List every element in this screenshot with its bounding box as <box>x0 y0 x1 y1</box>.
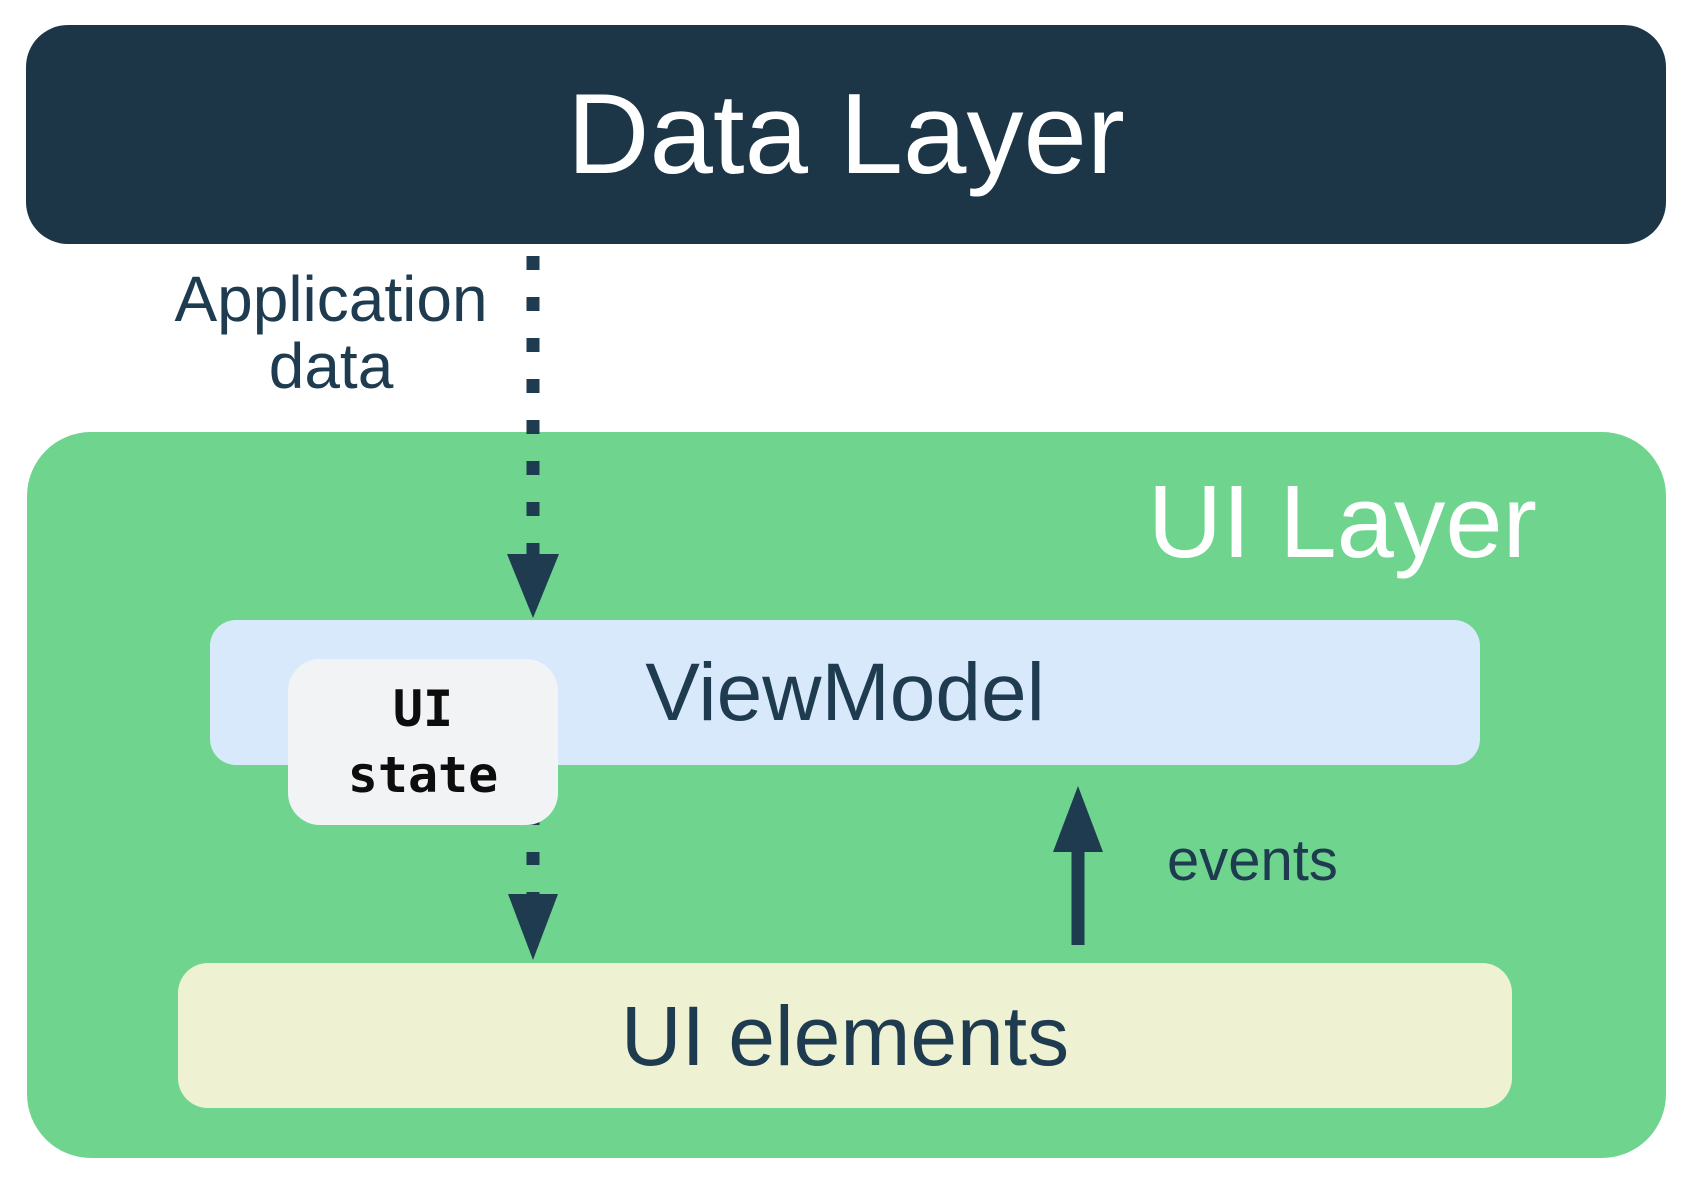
events-arrow <box>1053 786 1103 945</box>
ui-state-label: UI state <box>347 680 499 804</box>
ui-layer-label: UI Layer <box>1147 464 1537 579</box>
data-layer-box: Data Layer <box>26 25 1666 244</box>
ui-elements-bar: UI elements <box>178 963 1512 1108</box>
events-arrow-stem <box>1071 844 1085 945</box>
ui-state-chip: UI state <box>288 659 558 825</box>
events-label: events <box>1167 828 1338 893</box>
ui-state-arrowhead-icon <box>508 894 558 960</box>
events-arrowhead-icon <box>1053 786 1103 852</box>
application-data-label: Application data <box>174 263 488 402</box>
viewmodel-label: ViewModel <box>645 646 1045 738</box>
application-data-dashed-arrow <box>507 256 559 618</box>
data-layer-label: Data Layer <box>567 70 1125 198</box>
application-data-arrowhead-icon <box>507 554 559 618</box>
ui-elements-label: UI elements <box>620 988 1070 1083</box>
ui-state-dashed-arrow <box>508 772 558 960</box>
